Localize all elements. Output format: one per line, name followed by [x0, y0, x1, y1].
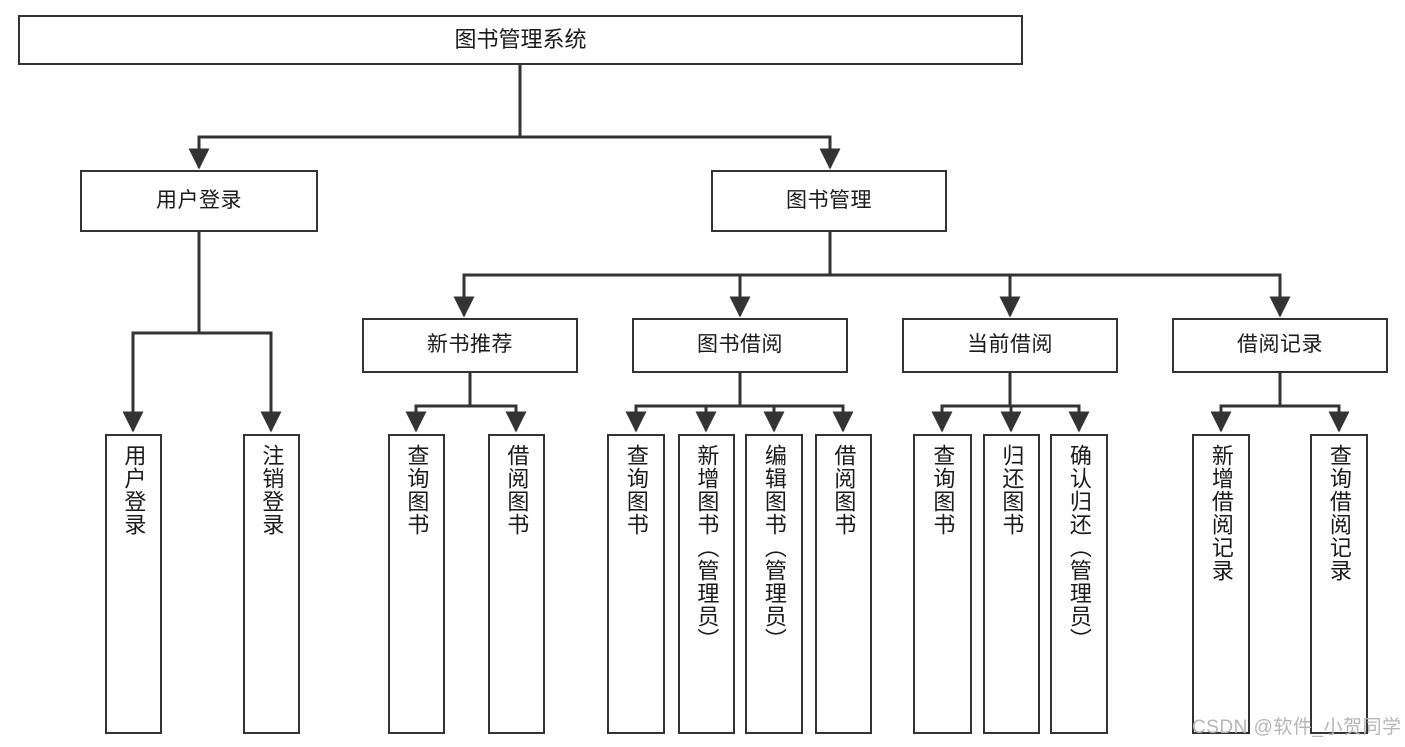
node-current-borrow-label: 当前借阅	[967, 333, 1053, 357]
node-new-book-recommend[interactable]: 新书推荐	[362, 318, 578, 373]
leaf-user-login[interactable]: 用户登录	[105, 434, 162, 734]
node-book-borrow-label: 图书借阅	[697, 333, 783, 357]
node-borrow-record-label: 借阅记录	[1237, 333, 1323, 357]
leaf-query-book-3[interactable]: 查询图书	[913, 434, 972, 734]
node-root[interactable]: 图书管理系统	[18, 15, 1023, 65]
leaf-confirm-return[interactable]: 确认归还（管理员）	[1050, 434, 1108, 734]
leaf-borrow-book-2-label: 借阅图书	[831, 444, 857, 536]
leaf-edit-book[interactable]: 编辑图书（管理员）	[745, 434, 803, 734]
leaf-query-book-2-label: 查询图书	[623, 444, 649, 536]
leaf-query-book-3-label: 查询图书	[930, 444, 956, 536]
node-new-book-recommend-label: 新书推荐	[427, 333, 513, 357]
leaf-logout-login-label: 注销登录	[259, 444, 285, 536]
leaf-query-book-1-label: 查询图书	[404, 444, 430, 536]
leaf-add-book[interactable]: 新增图书（管理员）	[678, 434, 735, 734]
leaf-borrow-book-2[interactable]: 借阅图书	[815, 434, 872, 734]
leaf-query-book-2[interactable]: 查询图书	[607, 434, 665, 734]
leaf-query-record-label: 查询借阅记录	[1326, 444, 1352, 582]
leaf-logout-login[interactable]: 注销登录	[243, 434, 300, 734]
leaf-query-record[interactable]: 查询借阅记录	[1310, 434, 1368, 734]
leaf-borrow-book-1-label: 借阅图书	[504, 444, 530, 536]
node-book-manage-label: 图书管理	[786, 188, 872, 212]
leaf-borrow-book-1[interactable]: 借阅图书	[488, 434, 545, 734]
leaf-add-record[interactable]: 新增借阅记录	[1192, 434, 1250, 734]
node-book-manage[interactable]: 图书管理	[711, 170, 947, 232]
leaf-query-book-1[interactable]: 查询图书	[388, 434, 445, 734]
leaf-add-book-label: 新增图书（管理员）	[694, 444, 720, 651]
leaf-return-book-label: 归还图书	[999, 444, 1025, 536]
node-user-login-label: 用户登录	[156, 188, 242, 212]
leaf-user-login-label: 用户登录	[121, 444, 147, 536]
leaf-add-record-label: 新增借阅记录	[1208, 444, 1234, 582]
node-root-label: 图书管理系统	[454, 27, 587, 53]
leaf-edit-book-label: 编辑图书（管理员）	[761, 444, 787, 651]
leaf-return-book[interactable]: 归还图书	[983, 434, 1040, 734]
node-borrow-record[interactable]: 借阅记录	[1172, 318, 1388, 373]
node-user-login[interactable]: 用户登录	[80, 170, 318, 232]
node-book-borrow[interactable]: 图书借阅	[632, 318, 848, 373]
leaf-confirm-return-label: 确认归还（管理员）	[1066, 444, 1092, 651]
csdn-watermark: CSDN @软件_小贺同学	[1192, 717, 1402, 738]
node-current-borrow[interactable]: 当前借阅	[902, 318, 1118, 373]
